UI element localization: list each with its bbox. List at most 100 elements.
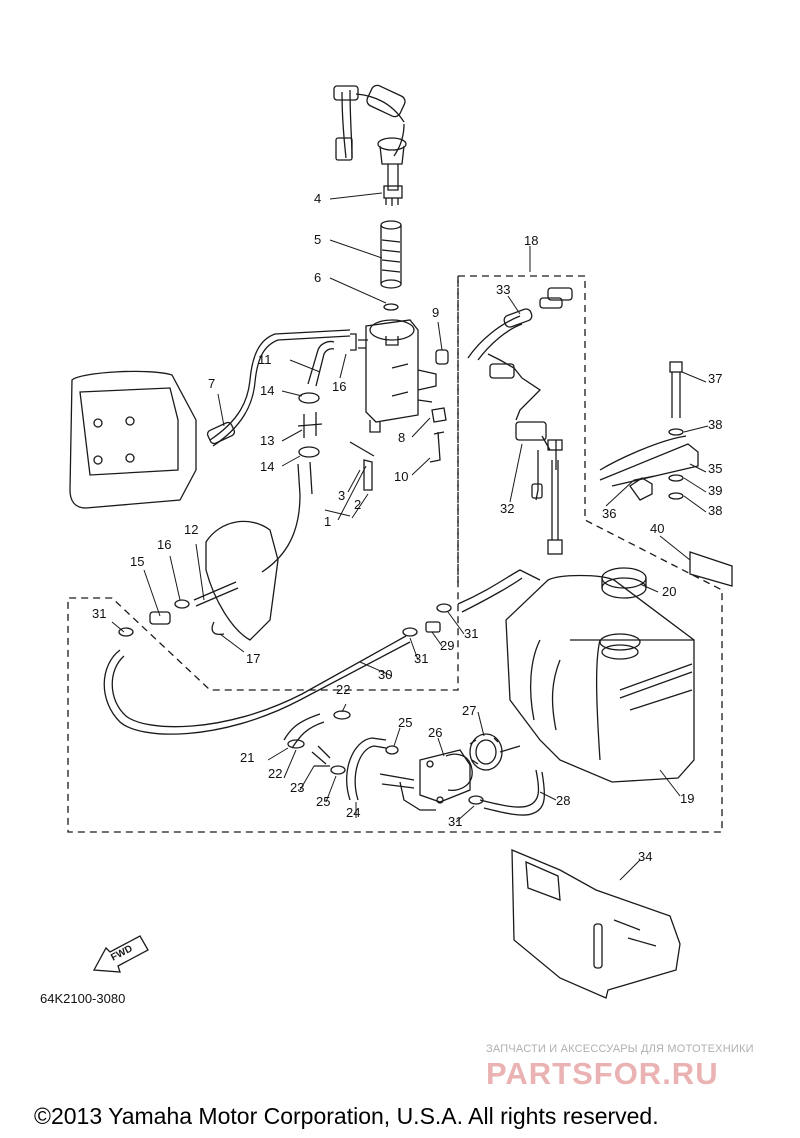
callout-3: 3 — [338, 488, 346, 503]
hose-12 — [193, 581, 239, 607]
callout-24: 24 — [346, 805, 361, 820]
engine-cover — [69, 370, 197, 509]
callout-40: 40 — [650, 521, 665, 536]
callout-17: 17 — [246, 651, 261, 666]
washer-38-upper — [668, 428, 684, 436]
callout-15: 15 — [130, 554, 145, 569]
nut-39 — [668, 474, 684, 482]
hose-30 — [103, 635, 411, 735]
leader-lines — [111, 192, 709, 881]
callout-26: 26 — [428, 725, 443, 740]
label-plate-40 — [689, 551, 733, 587]
engine-bracket — [205, 520, 279, 641]
callout-14-upper: 14 — [260, 383, 275, 398]
clip-22-upper — [333, 710, 351, 720]
clip-25-lower — [330, 765, 346, 775]
mounting-bracket-34 — [511, 849, 681, 999]
callout-8: 8 — [398, 430, 406, 445]
hose-13-down — [261, 461, 313, 573]
joint-15 — [149, 611, 171, 625]
washer-38-lower — [668, 492, 684, 500]
callout-38-upper: 38 — [708, 417, 723, 432]
spacer-2 — [363, 459, 373, 491]
watermark-brand: PARTSFOR.RU — [486, 1056, 719, 1091]
callout-4: 4 — [314, 191, 322, 206]
callout-9: 9 — [432, 305, 440, 320]
clip-25-upper — [385, 745, 399, 755]
callout-16-left: 16 — [157, 537, 172, 552]
watermark-tagline: ЗАПЧАСТИ И АКСЕССУАРЫ ДЛЯ МОТОТЕХНИКИ — [486, 1043, 754, 1055]
callout-14-lower: 14 — [260, 459, 275, 474]
fwd-arrow — [92, 935, 149, 973]
callout-21: 21 — [240, 750, 255, 765]
callout-25-lower: 25 — [316, 794, 331, 809]
tank-cap-20 — [601, 567, 647, 599]
callout-37: 37 — [708, 371, 723, 386]
callout-11: 11 — [258, 352, 272, 367]
level-sensor-wiring — [467, 287, 573, 555]
clip-31-mid — [402, 627, 418, 637]
hose-24 — [346, 737, 387, 801]
fuel-pump — [379, 749, 473, 811]
callout-39: 39 — [708, 483, 723, 498]
strainer-body — [350, 319, 437, 433]
callout-31-lower: 31 — [448, 814, 463, 829]
callout-2: 2 — [354, 497, 362, 512]
callout-38-lower: 38 — [708, 503, 723, 518]
sender-unit-harness — [333, 84, 407, 206]
clip-31-lower — [468, 795, 484, 805]
joint-13 — [297, 412, 323, 438]
callout-20: 20 — [662, 584, 677, 599]
filter-element — [380, 220, 402, 289]
callout-6: 6 — [314, 270, 322, 285]
callout-31-upper: 31 — [464, 626, 479, 641]
callout-31-left: 31 — [92, 606, 107, 621]
hose-7 — [206, 329, 351, 447]
hose-28 — [479, 769, 546, 816]
callout-23: 23 — [290, 780, 305, 795]
callout-16-upper: 16 — [332, 379, 347, 394]
callout-18: 18 — [524, 233, 539, 248]
callout-13: 13 — [260, 433, 275, 448]
callout-28: 28 — [556, 793, 571, 808]
dashed-frames — [67, 275, 723, 833]
fuel-cap-27 — [469, 733, 521, 771]
callout-35: 35 — [708, 461, 723, 476]
callout-19: 19 — [680, 791, 695, 806]
callout-22-upper: 22 — [336, 682, 351, 697]
joint-23 — [311, 745, 331, 767]
bolt-37 — [669, 361, 683, 418]
clip-31-left — [118, 627, 134, 637]
clip-14-lower — [298, 446, 320, 458]
callout-10: 10 — [394, 469, 409, 484]
bolt-3 — [349, 441, 375, 457]
copyright-notice: ©2013 Yamaha Motor Corporation, U.S.A. A… — [34, 1103, 659, 1129]
hose-to-tank — [457, 569, 541, 613]
diagram-code: 64K2100-3080 — [40, 991, 126, 1006]
callout-31-mid: 31 — [414, 651, 429, 666]
callout-12: 12 — [184, 522, 199, 537]
callout-34: 34 — [638, 849, 653, 864]
clip-14-upper — [298, 392, 320, 404]
oil-tank — [505, 574, 695, 783]
hose-21 — [283, 713, 325, 749]
joint-29 — [425, 621, 441, 633]
grommet-8 — [431, 407, 447, 423]
clip-31-upper — [436, 603, 452, 613]
callout-22-lower: 22 — [268, 766, 283, 781]
callout-5: 5 — [314, 232, 322, 247]
bolt-10 — [429, 431, 445, 463]
clip-17 — [211, 621, 225, 636]
clip-16-left — [174, 599, 190, 609]
callout-36: 36 — [602, 506, 617, 521]
callout-27: 27 — [462, 703, 477, 718]
o-ring — [383, 303, 399, 311]
callout-32: 32 — [500, 501, 515, 516]
grommet-9 — [435, 349, 449, 365]
fwd-label: FWD — [109, 943, 134, 963]
callout-1: 1 — [324, 514, 332, 529]
bracket-35 — [599, 435, 699, 501]
callout-29: 29 — [440, 638, 455, 653]
